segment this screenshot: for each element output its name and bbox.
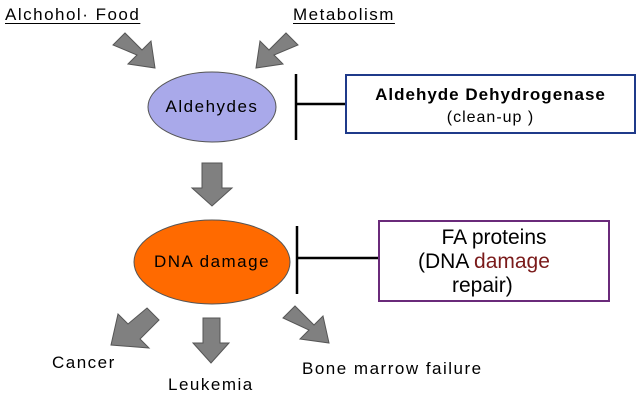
enzyme-title: Aldehyde Dehydrogenase: [375, 85, 606, 104]
source-metabolism: Metabolism: [293, 5, 395, 24]
source-alcohol-food: Alchohol· Food: [5, 5, 141, 24]
outcome-bone-marrow-failure: Bone marrow failure: [302, 359, 483, 378]
fa-damage-word: damage: [474, 250, 550, 273]
arrow-aldehydes-to-dna: [190, 162, 234, 207]
dna-damage-ellipse: [133, 219, 291, 305]
fa-proteins-box: FA proteins (DNA damage repair): [378, 220, 610, 302]
aldehyde-dehydrogenase-box: Aldehyde Dehydrogenase (clean-up ): [345, 74, 636, 134]
arrow-to-bone-marrow: [282, 305, 330, 344]
aldehydes-ellipse: [147, 71, 277, 143]
outcome-cancer: Cancer: [52, 353, 116, 372]
fa-line3: repair): [452, 274, 513, 297]
fa-line2-prefix: (DNA: [418, 250, 475, 273]
dna-damage-label: DNA damage: [153, 252, 271, 271]
outcome-leukemia: Leukemia: [168, 375, 254, 394]
fa-title: FA proteins: [441, 226, 547, 249]
enzyme-subtitle: (clean-up ): [446, 109, 535, 126]
arrow-alcohol-to-aldehydes: [112, 32, 156, 69]
arrow-to-cancer: [110, 307, 160, 349]
aldehydes-label: Aldehydes: [165, 97, 259, 116]
arrow-metabolism-to-aldehydes: [255, 32, 299, 69]
fa-line2: (DNA damage: [418, 250, 550, 274]
arrow-to-leukemia: [191, 317, 231, 364]
